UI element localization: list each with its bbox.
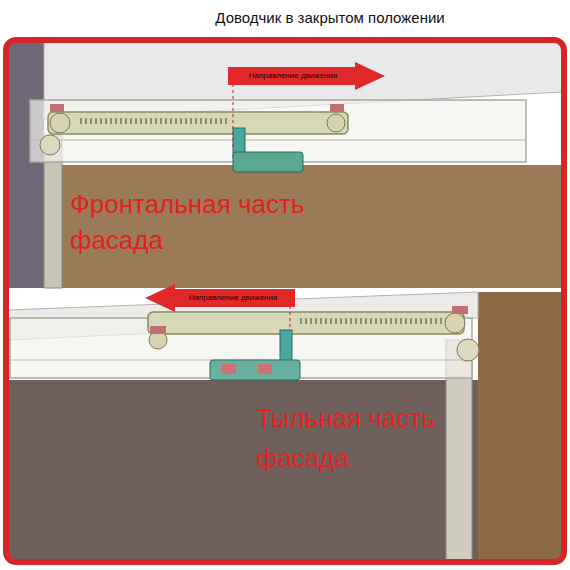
side-wall — [478, 292, 562, 560]
door-front — [60, 165, 562, 288]
catch-bracket — [233, 152, 303, 172]
direction-arrow — [228, 62, 385, 90]
closer — [48, 112, 348, 134]
arrow-label: Направление движения — [172, 292, 294, 304]
side-wall — [8, 42, 44, 288]
title: Доводчик в закрытом положении — [90, 8, 570, 28]
closer — [148, 312, 464, 334]
panel-label: Фронтальная часть фасада — [70, 186, 370, 258]
catch-bracket — [210, 360, 300, 380]
door-back — [8, 380, 478, 560]
arrow-label: Направление движения — [232, 70, 354, 82]
frame — [6, 40, 564, 562]
panel-label: Тыльная часть фасада — [256, 398, 471, 478]
direction-arrow — [145, 284, 295, 312]
